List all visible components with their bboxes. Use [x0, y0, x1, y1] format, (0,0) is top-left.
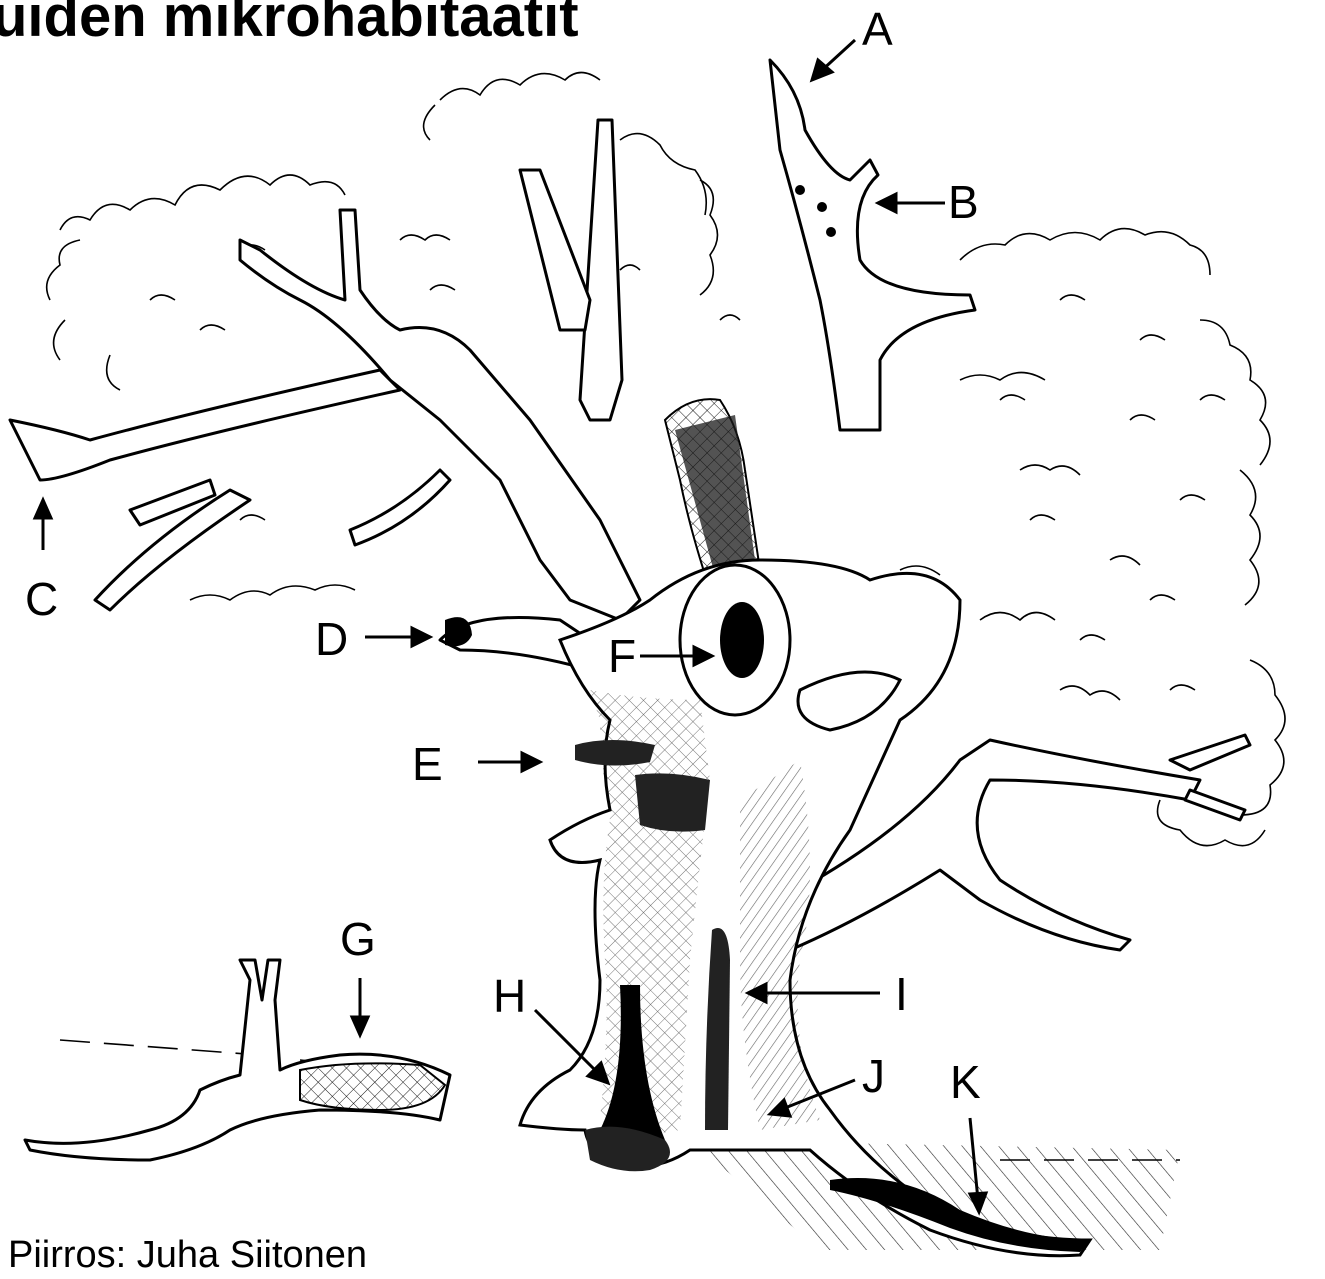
arrow-c	[35, 500, 51, 550]
label-c: C	[25, 573, 58, 625]
label-a: A	[862, 3, 893, 55]
label-f: F	[608, 630, 636, 682]
bracket-fungus-lower	[635, 773, 710, 831]
label-e: E	[412, 738, 443, 790]
label-j: J	[862, 1050, 885, 1102]
arrow-g	[352, 978, 368, 1035]
arrow-e	[478, 753, 540, 771]
woodpecker-hole	[817, 202, 827, 212]
label-h: H	[493, 970, 526, 1022]
arrow-a	[812, 40, 855, 80]
label-d: D	[315, 613, 348, 665]
cavity-opening	[720, 602, 764, 678]
bracket-fungus-upper	[575, 740, 655, 766]
illustration-credit: Piirros: Juha Siitonen	[8, 1236, 367, 1274]
woodpecker-hole	[826, 227, 836, 237]
page-title: uiden mikrohabitaatit	[0, 0, 579, 46]
fallen-log-decay	[300, 1063, 445, 1110]
label-b: B	[948, 176, 979, 228]
label-i: I	[895, 968, 908, 1020]
arrow-b	[878, 194, 945, 212]
woodpecker-hole	[795, 185, 805, 195]
label-g: G	[340, 913, 376, 965]
arrow-d	[365, 628, 430, 646]
label-k: K	[950, 1056, 981, 1108]
